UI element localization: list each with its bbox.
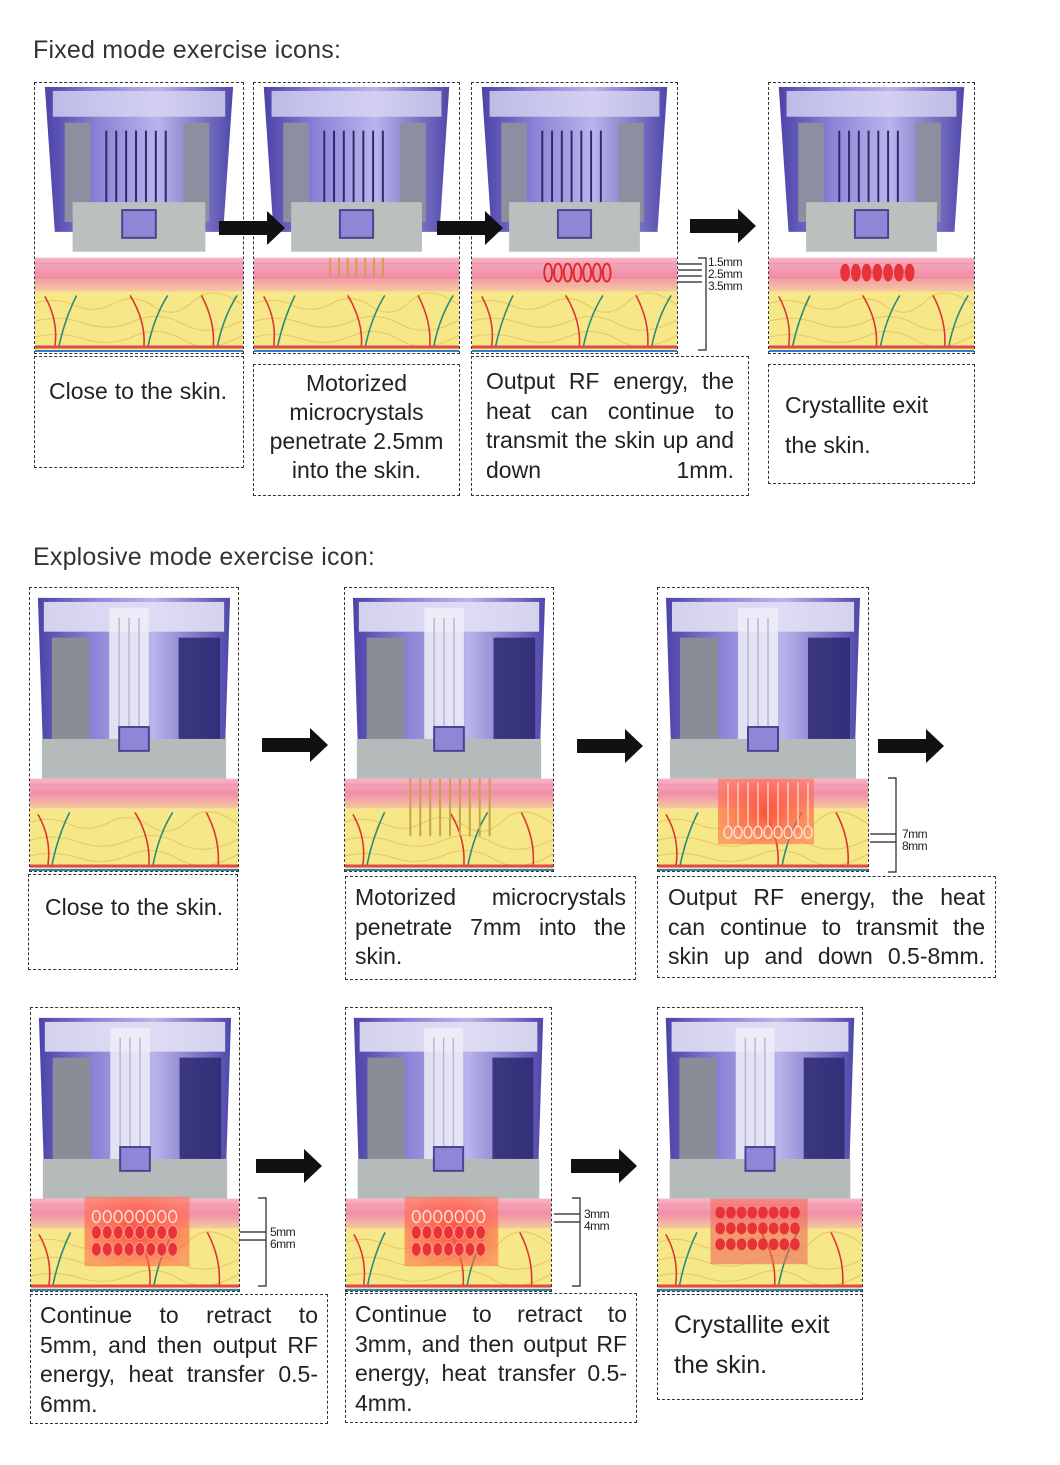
explosive-caption-1: Close to the skin. bbox=[28, 874, 238, 970]
right-arrow-icon bbox=[262, 728, 328, 762]
depth-label: 8mm bbox=[902, 839, 928, 853]
explosive-panel-4-illustration bbox=[30, 1007, 240, 1292]
fixed-caption-1: Close to the skin. bbox=[34, 356, 244, 468]
fixed-caption-2: Motorized microcrystals penetrate 2.5mm … bbox=[253, 364, 460, 496]
explosive-depth-scale-1: 7mm 8mm bbox=[868, 774, 948, 874]
explosive-mode-heading: Explosive mode exercise icon: bbox=[33, 543, 376, 571]
right-arrow-icon bbox=[577, 729, 643, 763]
depth-label: 3mm bbox=[584, 1207, 610, 1221]
explosive-panel-2-illustration bbox=[344, 587, 554, 872]
fixed-caption-3: Output RF energy, the heat can continue … bbox=[471, 356, 749, 496]
explosive-panel-1-illustration bbox=[29, 587, 239, 872]
explosive-panel-3-illustration bbox=[657, 587, 869, 872]
explosive-caption-4: Continue to retract to 5mm, and then out… bbox=[30, 1294, 328, 1424]
depth-label: 1.5mm bbox=[708, 255, 743, 269]
depth-label: 6mm bbox=[270, 1237, 296, 1251]
explosive-caption-3: Output RF energy, the heat can continue … bbox=[657, 876, 996, 978]
right-arrow-icon bbox=[219, 211, 285, 245]
right-arrow-icon bbox=[878, 729, 944, 763]
depth-label: 2.5mm bbox=[708, 267, 743, 281]
explosive-caption-5: Continue to retract to 3mm, and then out… bbox=[345, 1293, 637, 1423]
explosive-caption-6: Crystallite exit the skin. bbox=[657, 1294, 863, 1400]
explosive-caption-2: Motorized microcrystals penetrate 7mm in… bbox=[345, 876, 636, 980]
right-arrow-icon bbox=[256, 1149, 322, 1183]
fixed-caption-4: Crystallite exit the skin. bbox=[768, 364, 975, 484]
explosive-depth-scale-2: 5mm 6mm bbox=[238, 1196, 308, 1288]
depth-label: 5mm bbox=[270, 1225, 296, 1239]
explosive-panel-6-illustration bbox=[657, 1007, 863, 1292]
fixed-panel-2-illustration bbox=[253, 82, 460, 354]
depth-label: 7mm bbox=[902, 827, 928, 841]
fixed-panel-1-illustration bbox=[34, 82, 244, 354]
right-arrow-icon bbox=[437, 211, 503, 245]
explosive-panel-5-illustration bbox=[345, 1007, 552, 1292]
explosive-depth-scale-3: 3mm 4mm bbox=[552, 1196, 622, 1288]
fixed-depth-scale: 1.5mm 2.5mm 3.5mm bbox=[676, 256, 756, 352]
fixed-panel-4-illustration bbox=[768, 82, 975, 354]
depth-label: 4mm bbox=[584, 1219, 610, 1233]
fixed-panel-3-illustration bbox=[471, 82, 678, 354]
right-arrow-icon bbox=[690, 209, 756, 243]
right-arrow-icon bbox=[571, 1149, 637, 1183]
depth-label: 3.5mm bbox=[708, 279, 743, 293]
fixed-mode-heading: Fixed mode exercise icons: bbox=[33, 36, 342, 64]
